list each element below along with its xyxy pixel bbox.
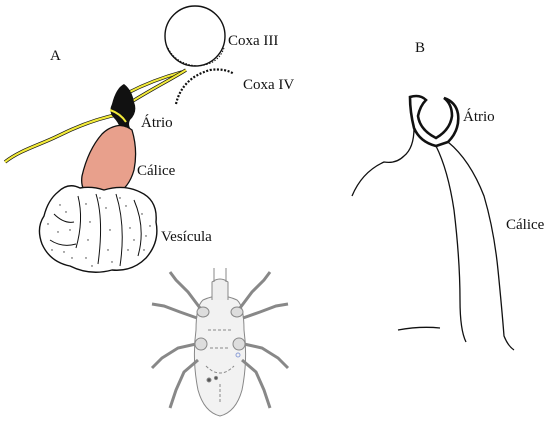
panel-label-b: B <box>415 40 425 56</box>
label-coxa-iii: Coxa III <box>228 33 278 49</box>
calyx-b-left <box>352 128 414 196</box>
panel-b: Átrio Cálice <box>352 96 545 350</box>
label-vesicula: Vesícula <box>161 229 212 245</box>
coxa-iii <box>165 6 225 66</box>
panel-label-a: A <box>50 48 61 64</box>
label-atrio-a: Átrio <box>141 114 173 131</box>
panel-a: Coxa III Coxa IV Átrio Cálice Vesícula <box>5 6 294 416</box>
calyx-b-base <box>398 327 440 330</box>
atrium-b <box>410 96 458 146</box>
mite-illustration <box>152 268 288 416</box>
label-atrio-b: Átrio <box>463 108 495 125</box>
calyx-b-inner <box>436 146 466 342</box>
vesicle <box>39 186 156 273</box>
calyx-a <box>82 126 136 197</box>
label-calice-a: Cálice <box>137 163 176 179</box>
label-coxa-iv: Coxa IV <box>243 77 294 93</box>
coxa-iv <box>176 70 234 105</box>
label-calice-b: Cálice <box>506 217 545 233</box>
